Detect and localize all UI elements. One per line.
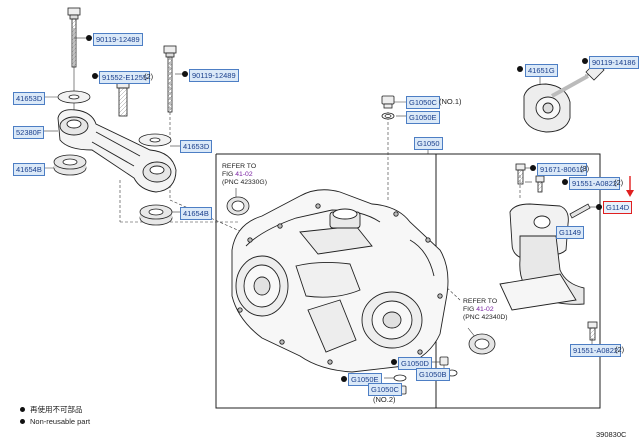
refer-note-right-line2: FIG 41-02: [463, 306, 494, 313]
part-label-g1050c-no2[interactable]: G1050C: [368, 383, 402, 396]
part-label-41654b-right[interactable]: 41654B: [180, 207, 212, 220]
bolt-90119-mid: [163, 45, 177, 113]
part-label-41651g[interactable]: 41651G: [525, 64, 558, 77]
bullet-90119-top: [86, 35, 92, 41]
part-label-91671-80612[interactable]: 91671-80612: [537, 163, 588, 176]
oil-seal-left: [226, 196, 250, 216]
refer-note-left-line2: FIG 41-02: [222, 171, 253, 178]
bullet-90119-mid: [182, 71, 188, 77]
part-label-g1050d[interactable]: G1050D: [398, 357, 432, 370]
differential-housing: [231, 189, 449, 373]
legend-non-reusable-zh: 再使用不可部品: [30, 405, 83, 414]
cushion-41654B-left: [53, 154, 87, 176]
pin-g114d: [569, 203, 591, 219]
part-label-g1050e-bottom[interactable]: G1050E: [348, 373, 382, 386]
part-label-g1050[interactable]: G1050: [414, 137, 443, 150]
refer-note-right: REFER TO FIG 41-02 (PNC 42340D): [463, 298, 508, 322]
part-qty-91551-top: (2): [614, 178, 624, 187]
part-label-g1050e-top[interactable]: G1050E: [406, 111, 440, 124]
bullet-g1050d: [391, 359, 397, 365]
legend-non-reusable-en: Non-reusable part: [30, 417, 91, 426]
part-label-90119-14186[interactable]: 90119-14186: [589, 56, 639, 69]
part-qty-91552: (2): [144, 72, 154, 81]
bullet-91671: [530, 165, 536, 171]
washer-41653D-left: [57, 90, 91, 104]
diagram-code: 390830C: [596, 430, 627, 439]
washer-41653D-right: [138, 133, 172, 147]
part-label-g1149[interactable]: G1149: [556, 226, 584, 239]
part-label-91552-e1255[interactable]: 91552-E1255: [99, 71, 151, 84]
mount-cushion-41651G: [523, 83, 571, 133]
part-label-90119-12489-top[interactable]: 90119-12489: [93, 33, 143, 46]
bullet-g114d: [596, 204, 602, 210]
highlight-arrow: [626, 176, 634, 197]
fig-link-right[interactable]: 41-02: [476, 306, 494, 313]
bullet-90119-14186: [582, 58, 588, 64]
fig-link-left[interactable]: 41-02: [235, 171, 253, 178]
bolt-91552: [116, 81, 130, 117]
part-qty-91671: (3): [580, 164, 590, 173]
assembly-frame: [215, 153, 601, 409]
bullet-91551-top: [562, 179, 568, 185]
part-label-41654b-left[interactable]: 41654B: [13, 163, 45, 176]
part-note-g1050c-no2: (NO.2): [373, 395, 396, 404]
part-label-91551-a0822-bottom[interactable]: 91551-A0822: [570, 344, 622, 357]
part-label-g114d-highlighted[interactable]: G114D: [603, 201, 633, 214]
legend-bullet-zh: [20, 407, 25, 412]
refer-note-right-line3: (PNC 42340D): [463, 314, 508, 321]
cushion-41654B-right: [139, 204, 173, 226]
part-label-90119-12489-mid[interactable]: 90119-12489: [189, 69, 239, 82]
part-label-41653d-right[interactable]: 41653D: [180, 140, 213, 153]
part-label-91551-a0822-top[interactable]: 91551-A0822: [569, 177, 621, 190]
part-qty-91551-bottom: (2): [615, 345, 625, 354]
part-label-g1050c-no1[interactable]: G1050C: [406, 96, 440, 109]
legend-bullet-en: [20, 419, 25, 424]
rear-support-bracket: [499, 203, 585, 311]
rear-mount-member: [57, 109, 177, 193]
gasket-g1050e-top: [381, 112, 395, 120]
bullet-91552: [92, 73, 98, 79]
part-label-41653d-left[interactable]: 41653D: [13, 92, 46, 105]
part-label-52380f[interactable]: 52380F: [13, 126, 45, 139]
bolt-90119-top: [67, 7, 81, 68]
part-label-g1050b[interactable]: G1050B: [416, 368, 450, 381]
bullet-g1050e-bottom: [341, 376, 347, 382]
bullet-41651g: [517, 66, 523, 72]
refer-note-right-line1: REFER TO: [463, 298, 498, 305]
refer-note-left-line3: (PNC 42330G): [222, 179, 267, 186]
bolts-right-bracket: [515, 163, 598, 341]
oil-seal-right: [468, 333, 496, 355]
refer-note-left-line1: REFER TO: [222, 163, 257, 170]
plug-g1050c-no1: [381, 95, 395, 109]
refer-note-left: REFER TO FIG 41-02 (PNC 42330G): [222, 163, 267, 187]
part-note-g1050c-no1: (NO.1): [439, 97, 462, 106]
